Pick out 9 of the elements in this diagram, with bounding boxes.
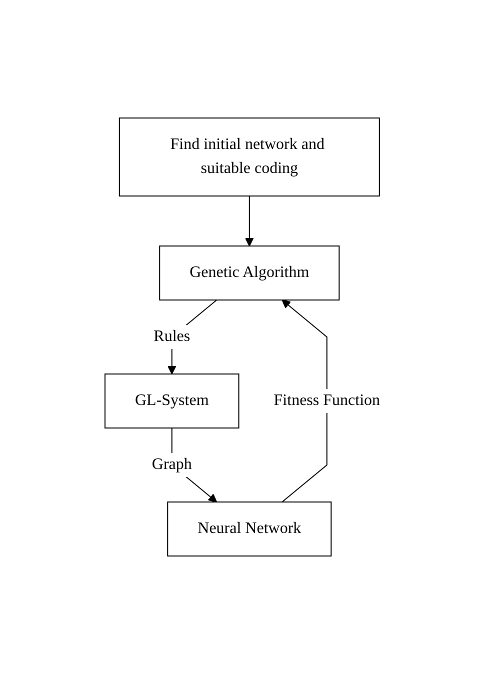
- edge-label: Fitness Function: [274, 392, 380, 408]
- edge-label: Rules: [154, 328, 191, 344]
- node-box: GL-System: [104, 373, 240, 428]
- node-box: Neural Network: [168, 501, 332, 556]
- node-box: Find initial network and suitable coding: [119, 117, 380, 196]
- arrow: [245, 195, 254, 246]
- arrow: [282, 299, 328, 502]
- node-box: Genetic Algorithm: [160, 245, 340, 300]
- edge-label: Graph: [152, 456, 192, 472]
